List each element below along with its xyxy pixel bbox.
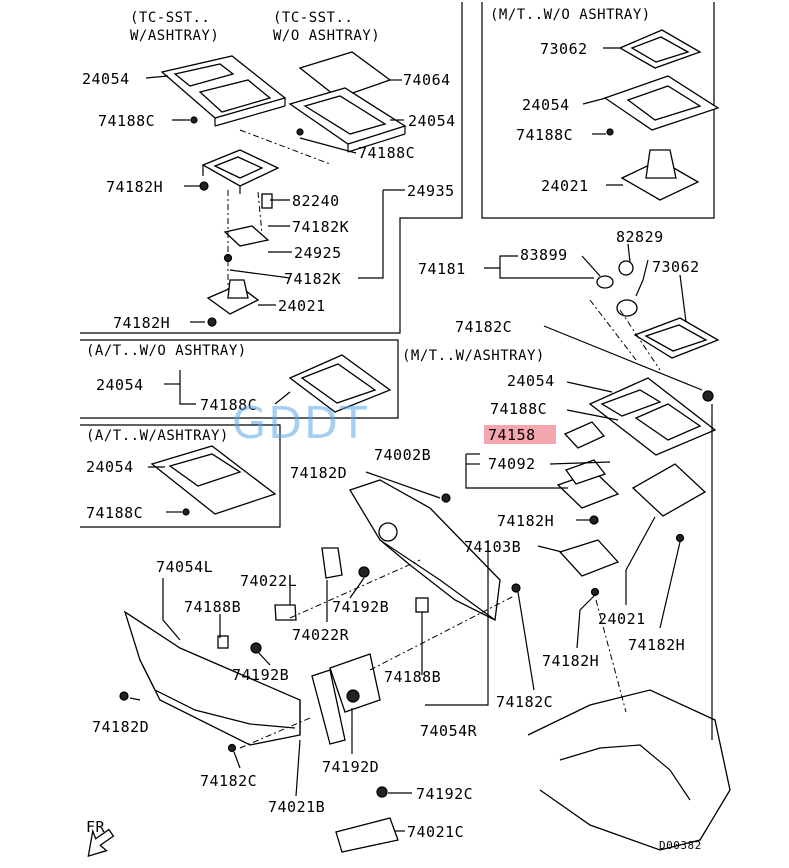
- plate-74021C: [335, 817, 399, 853]
- label-74192D[interactable]: 74192D: [322, 758, 379, 776]
- label-74188B-a[interactable]: 74188B: [184, 598, 241, 616]
- label-74064[interactable]: 74064: [403, 71, 451, 89]
- box-at-no-ashtray: [80, 339, 399, 419]
- section-tc-sst-no-ashtray-1: (TC-SST..: [273, 10, 353, 26]
- label-74054L[interactable]: 74054L: [156, 558, 213, 576]
- label-74192C[interactable]: 74192C: [416, 785, 473, 803]
- box-at-ashtray: [80, 424, 281, 528]
- leader-lines: [129, 47, 713, 832]
- ring-82829: [618, 260, 634, 276]
- label-24925[interactable]: 24925: [294, 244, 342, 262]
- part-drawings: [87, 29, 731, 858]
- label-74182H-tc-b[interactable]: 74182H: [113, 314, 170, 332]
- label-74022R[interactable]: 74022R: [292, 626, 350, 644]
- label-74182H-d[interactable]: 74182H: [542, 652, 599, 670]
- panel-tc-ashtray: [160, 55, 287, 127]
- label-74182K-b[interactable]: 74182K: [284, 270, 341, 288]
- label-82829[interactable]: 82829: [616, 228, 664, 246]
- label-24935[interactable]: 24935: [407, 182, 455, 200]
- label-74188C-tc-ashtray[interactable]: 74188C: [98, 112, 155, 130]
- section-at-ashtray: (A/T..W/ASHTRAY): [86, 428, 229, 444]
- bracket-74021B: [311, 669, 346, 745]
- label-74021C[interactable]: 74021C: [407, 823, 464, 841]
- label-24054-mt-ashtray[interactable]: 24054: [507, 372, 555, 390]
- label-fr: FR: [86, 818, 106, 836]
- section-tc-sst-ashtray-1: (TC-SST..: [130, 10, 210, 26]
- label-74188B-b[interactable]: 74188B: [384, 668, 441, 686]
- label-24054-tc-no-ashtray[interactable]: 24054: [408, 112, 456, 130]
- label-74182D-a[interactable]: 74182D: [290, 464, 347, 482]
- watermark: GDDT: [232, 398, 369, 449]
- label-74103B[interactable]: 74103B: [464, 538, 521, 556]
- floor: [527, 689, 731, 851]
- holder-74103B: [558, 539, 620, 577]
- bracket-74022L: [274, 604, 297, 621]
- label-74022L[interactable]: 74022L: [240, 572, 297, 590]
- highlight-74158: [484, 425, 556, 444]
- label-74092[interactable]: 74092: [488, 455, 536, 473]
- panel-tc-no-ashtray: [288, 51, 407, 153]
- label-74054R[interactable]: 74054R: [420, 722, 478, 740]
- label-74182C-c[interactable]: 74182C: [200, 772, 257, 790]
- label-74002B[interactable]: 74002B: [374, 446, 431, 464]
- bracket-center: [329, 653, 381, 713]
- boot-24021-mid: [631, 463, 707, 517]
- section-mt-ashtray: (M/T..W/ASHTRAY): [402, 348, 545, 364]
- diagram-code: D00382: [659, 839, 702, 852]
- section-mt-no-ashtray: (M/T..W/O ASHTRAY): [490, 7, 651, 23]
- label-83899[interactable]: 83899: [520, 246, 568, 264]
- box-tc-sst: [80, 2, 463, 334]
- label-73062-mt[interactable]: 73062: [540, 40, 588, 58]
- label-74182H-e[interactable]: 74182H: [628, 636, 685, 654]
- label-24021-mt[interactable]: 24021: [541, 177, 589, 195]
- part-labels: 24054 74064 74188C 24054 74188C 74182H 8…: [82, 40, 702, 852]
- label-24054-at-ashtray[interactable]: 24054: [86, 458, 134, 476]
- label-74182H-tc[interactable]: 74182H: [106, 178, 163, 196]
- label-24021-mid[interactable]: 24021: [598, 610, 646, 628]
- label-74188C-at-no-ashtray[interactable]: 74188C: [200, 396, 257, 414]
- label-24054-mt[interactable]: 24054: [522, 96, 570, 114]
- label-74158[interactable]: 74158: [488, 426, 536, 444]
- bracket-74022R: [321, 547, 343, 579]
- label-74188C-at-ashtray[interactable]: 74188C: [86, 504, 143, 522]
- ashtray-74158: [563, 421, 606, 449]
- plate-24925: [223, 225, 270, 247]
- console-74054R: [349, 479, 501, 621]
- label-74188C-mt-ashtray[interactable]: 74188C: [490, 400, 547, 418]
- label-74188C-tc-no-ashtray[interactable]: 74188C: [358, 144, 415, 162]
- label-74192B-b[interactable]: 74192B: [232, 666, 289, 684]
- label-74192B-a[interactable]: 74192B: [332, 598, 389, 616]
- clip-74188B: [415, 597, 429, 613]
- ring-83899: [596, 275, 614, 289]
- clip-82240: [261, 193, 273, 209]
- label-24054-tc-ashtray[interactable]: 24054: [82, 70, 130, 88]
- section-at-no-ashtray: (A/T..W/O ASHTRAY): [86, 343, 247, 359]
- label-74182C-b[interactable]: 74182C: [496, 693, 553, 711]
- label-24021-tc[interactable]: 24021: [278, 297, 326, 315]
- label-74181[interactable]: 74181: [418, 260, 466, 278]
- section-tc-sst-ashtray-2: W/ASHTRAY): [130, 28, 219, 44]
- label-74021B[interactable]: 74021B: [268, 798, 325, 816]
- label-73062-ashtray[interactable]: 73062: [652, 258, 700, 276]
- label-24054-at-no-ashtray[interactable]: 24054: [96, 376, 144, 394]
- label-74182K-a[interactable]: 74182K: [292, 218, 349, 236]
- label-74188C-mt[interactable]: 74188C: [516, 126, 573, 144]
- label-74182C-a[interactable]: 74182C: [455, 318, 512, 336]
- console-74054L: [123, 610, 301, 746]
- fr-arrow-icon: [87, 828, 115, 858]
- section-tc-sst-no-ashtray-2: W/O ASHTRAY): [273, 28, 380, 44]
- label-74182D-b[interactable]: 74182D: [92, 718, 149, 736]
- label-82240[interactable]: 82240: [292, 192, 340, 210]
- label-74182H-c[interactable]: 74182H: [497, 512, 554, 530]
